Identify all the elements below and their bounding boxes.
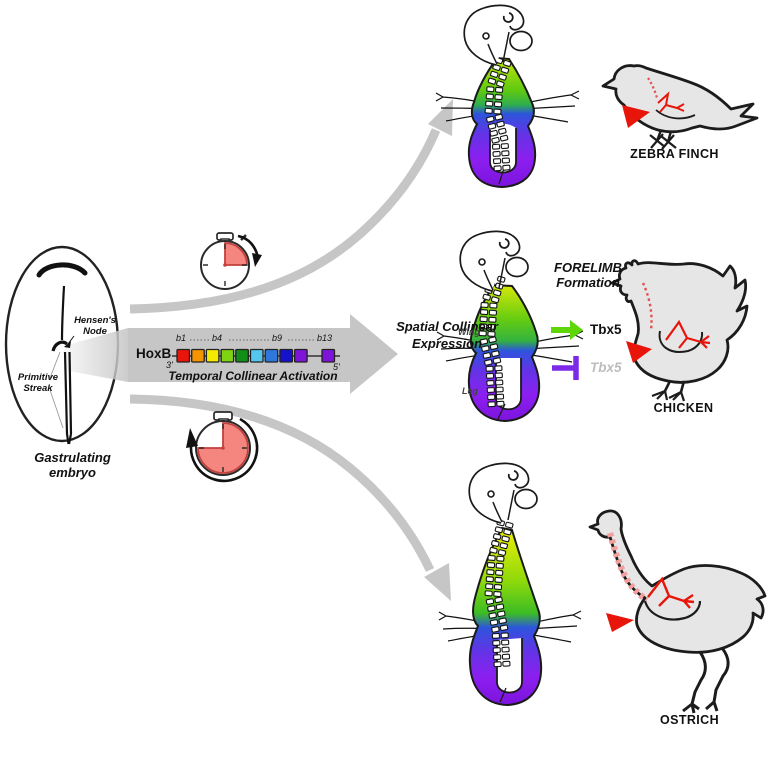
wing-skeleton-red <box>665 319 711 349</box>
curved-arrow-up <box>129 128 441 314</box>
hoxb-gene-box <box>264 348 279 363</box>
hoxb-gene-box <box>235 348 249 363</box>
node-pointer-line <box>67 335 75 345</box>
temporal-activation-caption: Temporal Collinear Activation <box>168 369 338 383</box>
inhibition-bar-icon <box>552 356 579 380</box>
wing-line <box>655 109 696 120</box>
hoxb-gene-box <box>220 348 235 363</box>
neck-vertebrae-marks <box>606 532 649 603</box>
legs <box>663 380 686 393</box>
red-arrowhead <box>606 613 634 632</box>
ostrich-label: OSTRICH <box>659 713 720 727</box>
hoxb-gene-box <box>191 348 205 363</box>
red-arrowhead <box>626 341 652 363</box>
clockwise-arrow <box>189 417 259 483</box>
hoxb-gene-box <box>321 348 336 363</box>
stopwatch-quarter-icon <box>200 232 262 290</box>
somite-ladder <box>484 57 512 172</box>
lateral-nerves-right <box>525 610 582 643</box>
vertebrae-marks <box>647 77 659 99</box>
streak-upper <box>60 285 66 341</box>
lateral-nerves-left <box>438 611 493 642</box>
five-prime-label: 5' <box>333 362 340 372</box>
feet-x <box>649 133 677 150</box>
hoxb-gene-box <box>279 348 294 363</box>
tail-line <box>498 167 505 185</box>
wing-skeleton-red <box>647 576 695 609</box>
gene-marker-b1: b1 <box>176 333 187 343</box>
embryo-zebra-finch <box>435 4 580 189</box>
lateral-nerves-right <box>523 330 584 363</box>
vertebrae-marks <box>641 282 653 331</box>
three-prime-label: 3' <box>166 360 173 370</box>
gastrulating-embryo-caption: Gastrulating embryo <box>34 450 111 481</box>
lateral-nerves-right <box>519 90 580 123</box>
wing-outline <box>643 600 702 621</box>
embryo-head <box>468 462 538 524</box>
wing-label: Wing <box>458 327 480 337</box>
wing-skeleton-red <box>657 91 685 113</box>
legs <box>682 647 730 714</box>
hensens-node-label: Hensen's Node <box>74 315 116 338</box>
bird-chicken <box>610 259 749 402</box>
tail-line <box>499 687 507 703</box>
wing-outline <box>658 330 704 353</box>
hoxb-gene-box <box>205 348 220 363</box>
embryo-head <box>463 4 533 66</box>
lateral-nerves-left <box>436 331 491 362</box>
three-quarter-pie <box>197 422 249 474</box>
streak-leader-lines <box>49 351 64 429</box>
bird-zebra-finch <box>601 64 759 150</box>
spatial-expression-caption: Spatial Collinear Expression <box>396 319 498 351</box>
hoxb-gene-box <box>176 348 191 363</box>
gene-marker-b4: b4 <box>212 333 223 343</box>
hoxb-gene-boxes <box>176 348 336 363</box>
gene-marker-b13: b13 <box>317 333 333 343</box>
body-silhouette <box>588 509 767 654</box>
bird-ostrich <box>588 509 767 714</box>
embryo-ostrich <box>438 462 582 707</box>
curved-arrow-down-head <box>424 563 451 601</box>
tbx5-active-label: Tbx5 <box>590 322 622 337</box>
feet <box>651 389 686 402</box>
lateral-nerves-left <box>435 92 491 122</box>
leg-label: Leg <box>462 386 479 396</box>
hoxb-cluster <box>172 339 340 363</box>
body-silhouette <box>601 64 759 134</box>
red-arrowhead <box>622 105 650 128</box>
somite-ladder <box>478 273 506 408</box>
hoxb-label: HoxB <box>136 346 172 361</box>
tbx5-repressed-label: Tbx5 <box>590 360 622 375</box>
tbx5-regulation <box>551 320 583 380</box>
embryo-internals <box>36 262 88 445</box>
hoxb-gene-box <box>249 348 264 363</box>
tail-line <box>497 403 506 420</box>
activation-arrow-icon <box>551 320 583 340</box>
embryo-head <box>459 230 529 292</box>
hensens-node-shape <box>51 340 68 352</box>
quarter-pie <box>224 242 248 266</box>
primitive-streak-shape <box>63 351 73 445</box>
node-pointer-head <box>64 341 71 348</box>
primitive-streak-label: Primitive Streak <box>17 372 59 395</box>
forelimb-formation-title: FORELIMB Formation <box>554 260 622 291</box>
gene-marker-b9: b9 <box>272 333 283 343</box>
somite-ladder <box>484 519 514 668</box>
chicken-label: CHICKEN <box>653 401 714 415</box>
head-fold-arc <box>36 262 88 278</box>
curved-arrow-down <box>129 394 435 572</box>
stopwatch-three-quarter-icon <box>186 411 259 483</box>
funnel-shape <box>64 328 128 382</box>
zebra-finch-label: ZEBRA FINCH <box>630 147 719 161</box>
hoxb-gene-box <box>293 348 308 363</box>
embryo-chicken <box>436 230 584 423</box>
